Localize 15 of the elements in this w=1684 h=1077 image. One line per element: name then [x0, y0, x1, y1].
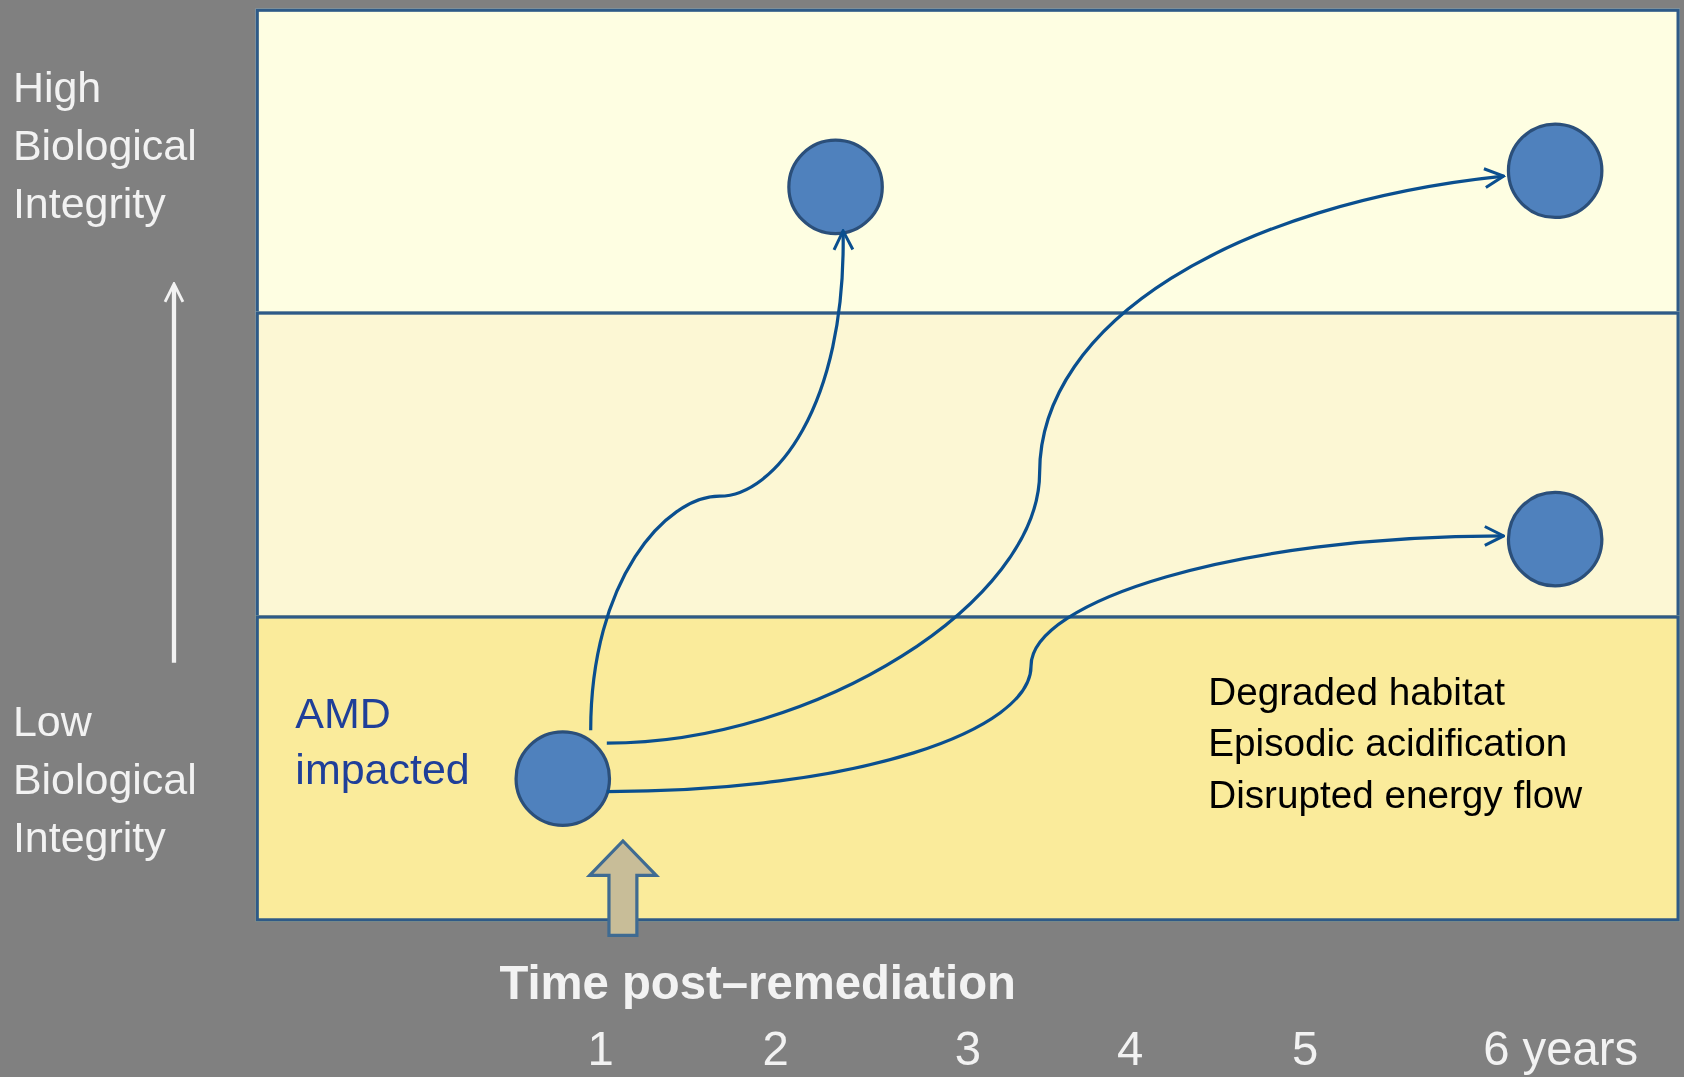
tick-label: 6 years — [1483, 1022, 1639, 1077]
arrow — [606, 525, 1506, 794]
tick-label: 1 — [587, 1022, 614, 1077]
tick-label: 5 — [1292, 1022, 1319, 1077]
axis-label: Low Biological Integrity — [12, 696, 198, 863]
axis-title: Time post–remediation — [499, 955, 1016, 1010]
tick-label: 3 — [954, 1022, 982, 1077]
tick-label: 2 — [762, 1022, 789, 1077]
note-text: Degraded habitat Episodic acidification Disrupted energy flow — [1208, 668, 1584, 819]
arrow — [589, 229, 854, 731]
axis-label: High Biological Integrity — [12, 62, 198, 229]
arrow — [606, 167, 1506, 745]
tick-label: 4 — [1116, 1022, 1144, 1077]
band-background — [255, 615, 1680, 922]
node-caption: AMD impacted — [295, 688, 471, 795]
